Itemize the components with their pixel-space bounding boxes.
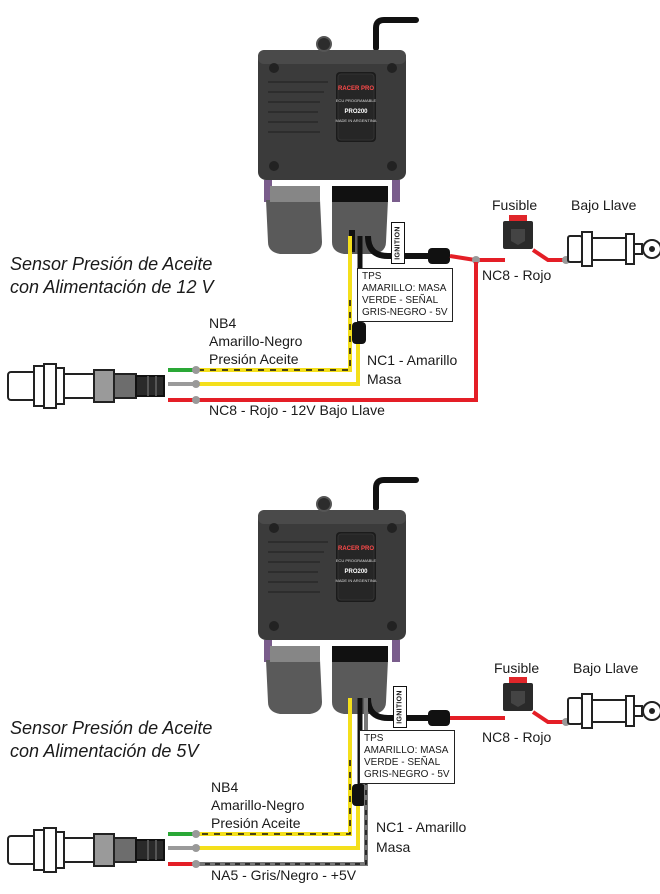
nb4-color-12v: Amarillo-Negro [209,333,303,349]
tps-line: GRIS-NEGRO - 5V [362,307,448,318]
nc1-function-5v: Masa [376,839,411,855]
tps-line: TPS [364,733,384,744]
tps-line: VERDE - SEÑAL [362,295,439,306]
tps-box-12v: TPS AMARILLO: MASA VERDE - SEÑAL GRIS-NE… [357,268,453,322]
ignition-tag-5v: IGNITION [393,686,407,728]
red-12v-wire [196,262,478,402]
ignition-tag-12v: IGNITION [391,222,405,264]
tps-line: AMARILLO: MASA [362,283,447,294]
tps-line: AMARILLO: MASA [364,745,449,756]
fuse-icon [503,215,533,249]
title-5v-line1: Sensor Presión de Aceite [10,718,213,738]
key-label-12v: Bajo Llave [571,197,637,213]
nb4-function-12v: Presión Aceite [209,351,299,367]
fuse-label-12v: Fusible [492,197,538,213]
nb4-label-12v: NB4 [209,315,237,331]
nb4-color-5v: Amarillo-Negro [211,797,305,813]
ecu-unit-12v [258,20,416,254]
fuse-icon [503,677,533,711]
ignition-black-wire [365,235,432,259]
title-12v-line1: Sensor Presión de Aceite [10,254,213,274]
nb4-label-5v: NB4 [211,779,239,795]
bottom-wire-label-12v: NC8 - Rojo - 12V Bajo Llave [209,402,385,418]
nc1-function-12v: Masa [367,371,402,387]
nb4-function-5v: Presión Aceite [211,815,301,831]
tps-line: GRIS-NEGRO - 5V [364,769,450,780]
bottom-wire-label-5v: NA5 - Gris/Negro - +5V [211,867,357,883]
nc1-label-12v: NC1 - Amarillo [367,352,458,368]
title-5v-line2: con Alimentación de 5V [10,741,199,761]
tps-line: TPS [362,271,382,282]
oil-pressure-sensor-12v [7,363,165,409]
yellow-ground-wire [196,344,360,386]
fuse-label-5v: Fusible [494,660,540,676]
ignition-key-icon [567,231,660,267]
fuse-wire-label-5v: NC8 - Rojo [482,729,552,745]
diagram-12v [7,20,660,409]
tps-line: VERDE - SEÑAL [364,757,441,768]
tps-box-5v: TPS AMARILLO: MASA VERDE - SEÑAL GRIS-NE… [359,730,455,784]
title-12v-line2: con Alimentación de 12 V [10,277,214,297]
nc1-label-5v: NC1 - Amarillo [376,819,467,835]
fuse-wire-label-12v: NC8 - Rojo [482,267,552,283]
key-label-5v: Bajo Llave [573,660,639,676]
diagram-5v [7,480,660,873]
ecu-unit-5v [258,480,416,714]
ignition-key-icon [567,693,660,729]
oil-pressure-sensor-5v [7,827,165,873]
